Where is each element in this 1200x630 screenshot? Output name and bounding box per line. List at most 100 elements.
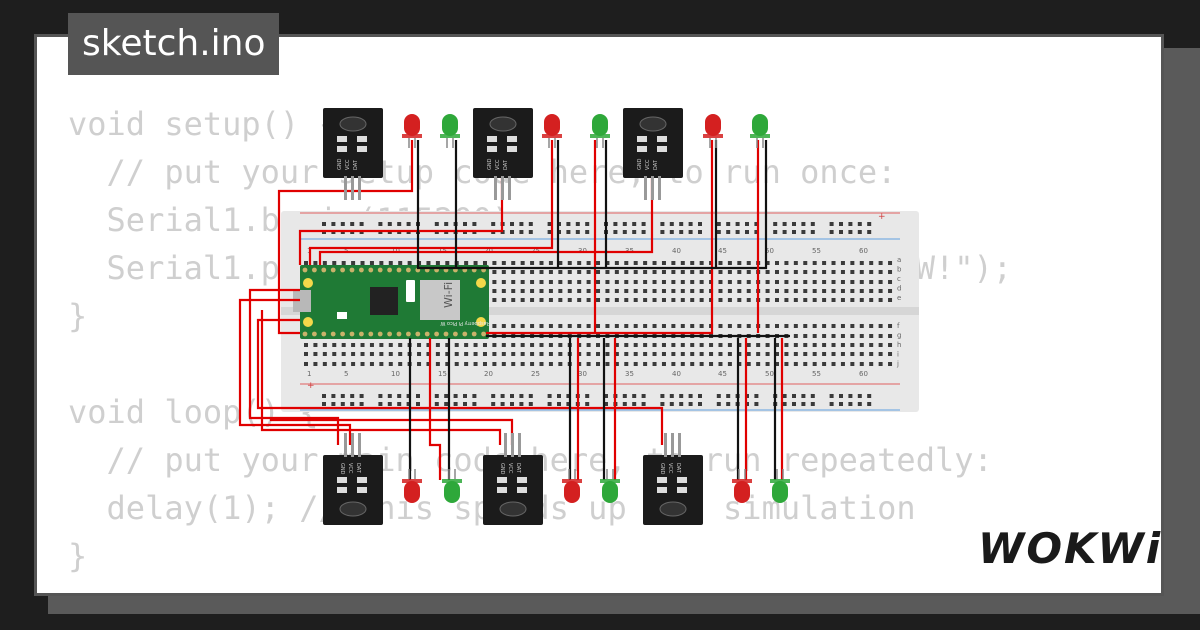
sensor-smd [337, 146, 347, 152]
breadboard-hole [566, 222, 571, 226]
breadboard-hole [888, 352, 893, 356]
breadboard-hole [548, 352, 553, 356]
breadboard-hole [453, 402, 458, 406]
breadboard-hole [558, 270, 563, 274]
breadboard-hole [810, 402, 815, 406]
breadboard-hole [530, 324, 535, 328]
breadboard-hole [699, 324, 704, 328]
breadboard-hole [558, 324, 563, 328]
breadboard-hole [718, 352, 723, 356]
code-line: } [68, 537, 88, 575]
sensor-pin-label: VCC [645, 159, 651, 170]
breadboard-hole [726, 230, 731, 234]
led-red [732, 469, 752, 503]
sensor-pin-label: GND [499, 463, 505, 475]
breadboard-hole [801, 402, 806, 406]
breadboard-hole [869, 270, 874, 274]
pico-pin [387, 267, 392, 273]
breadboard-hole [812, 261, 817, 265]
breadboard-hole [398, 362, 403, 366]
wire [256, 318, 664, 445]
breadboard-hole [784, 298, 789, 302]
breadboard-hole [661, 362, 666, 366]
pico-pin [321, 267, 327, 273]
breadboard-hole [801, 394, 806, 398]
breadboard-hole [773, 230, 778, 234]
led-dome [404, 114, 420, 136]
breadboard-hole [716, 230, 721, 234]
breadboard-hole [793, 289, 798, 293]
breadboard-hole [857, 402, 862, 406]
breadboard-hole [888, 362, 893, 366]
breadboard-hole [557, 402, 561, 406]
breadboard-hole [737, 298, 742, 302]
led-dome [705, 114, 721, 136]
breadboard-hole [472, 402, 477, 406]
breadboard-hole [624, 298, 629, 302]
breadboard-hole [632, 394, 637, 398]
breadboard-hole [859, 352, 864, 356]
breadboard-hole [661, 280, 666, 284]
breadboard-hole [397, 402, 402, 406]
breadboard-hole [754, 230, 759, 234]
breadboard-hole [614, 343, 619, 347]
pico-pin [406, 331, 411, 337]
breadboard-hole [726, 394, 731, 398]
breadboard-hole [727, 270, 732, 274]
breadboard-hole [690, 298, 695, 302]
breadboard-hole [445, 343, 450, 347]
sensor-pin [511, 433, 514, 457]
breadboard-hole [690, 352, 695, 356]
breadboard-hole [633, 298, 638, 302]
breadboard-hole [464, 362, 469, 366]
file-tab[interactable]: sketch.ino [68, 13, 280, 75]
breadboard-hole [792, 394, 796, 398]
breadboard-hole [501, 324, 506, 328]
breadboard-hole [831, 289, 836, 293]
breadboard-hole [669, 402, 674, 406]
led-dome [592, 114, 608, 136]
breadboard-hole [596, 270, 601, 274]
breadboard-hole [577, 343, 582, 347]
breadboard-hole [822, 324, 827, 328]
breadboard-hole [745, 230, 749, 234]
breadboard-hole [614, 280, 619, 284]
breadboard-hole [530, 352, 535, 356]
breadboard-hole [417, 362, 422, 366]
breadboard-hole [840, 324, 845, 328]
breadboard-hole [520, 352, 525, 356]
breadboard-hole [359, 402, 364, 406]
breadboard-hole [586, 362, 591, 366]
breadboard-hole [360, 352, 365, 356]
breadboard-hole [614, 289, 619, 293]
breadboard-hole [661, 289, 666, 293]
breadboard-hole [341, 362, 346, 366]
column-number: 10 [391, 370, 400, 378]
wire [238, 298, 352, 445]
breadboard-hole [520, 343, 525, 347]
breadboard-hole [812, 298, 817, 302]
breadboard-hole [643, 324, 648, 328]
breadboard-hole [360, 261, 365, 265]
sensor-pin [518, 433, 521, 457]
breadboard-hole [822, 343, 827, 347]
breadboard-hole [765, 362, 770, 366]
breadboard-hole [519, 230, 524, 234]
column-number: 40 [672, 247, 681, 255]
breadboard-hole [718, 270, 723, 274]
breadboard-hole [822, 334, 827, 338]
breadboard-hole [454, 352, 459, 356]
breadboard-hole [888, 270, 893, 274]
breadboard-hole [530, 270, 535, 274]
breadboard-hole [810, 394, 815, 398]
breadboard-hole [822, 352, 827, 356]
pico-pin [359, 267, 364, 273]
breadboard-hole [709, 362, 714, 366]
breadboard-hole [718, 343, 723, 347]
breadboard-hole [850, 289, 855, 293]
breadboard-hole [661, 352, 666, 356]
breadboard-hole [803, 343, 808, 347]
breadboard-hole [388, 343, 393, 347]
breadboard-hole [869, 261, 874, 265]
breadboard-hole [351, 352, 356, 356]
